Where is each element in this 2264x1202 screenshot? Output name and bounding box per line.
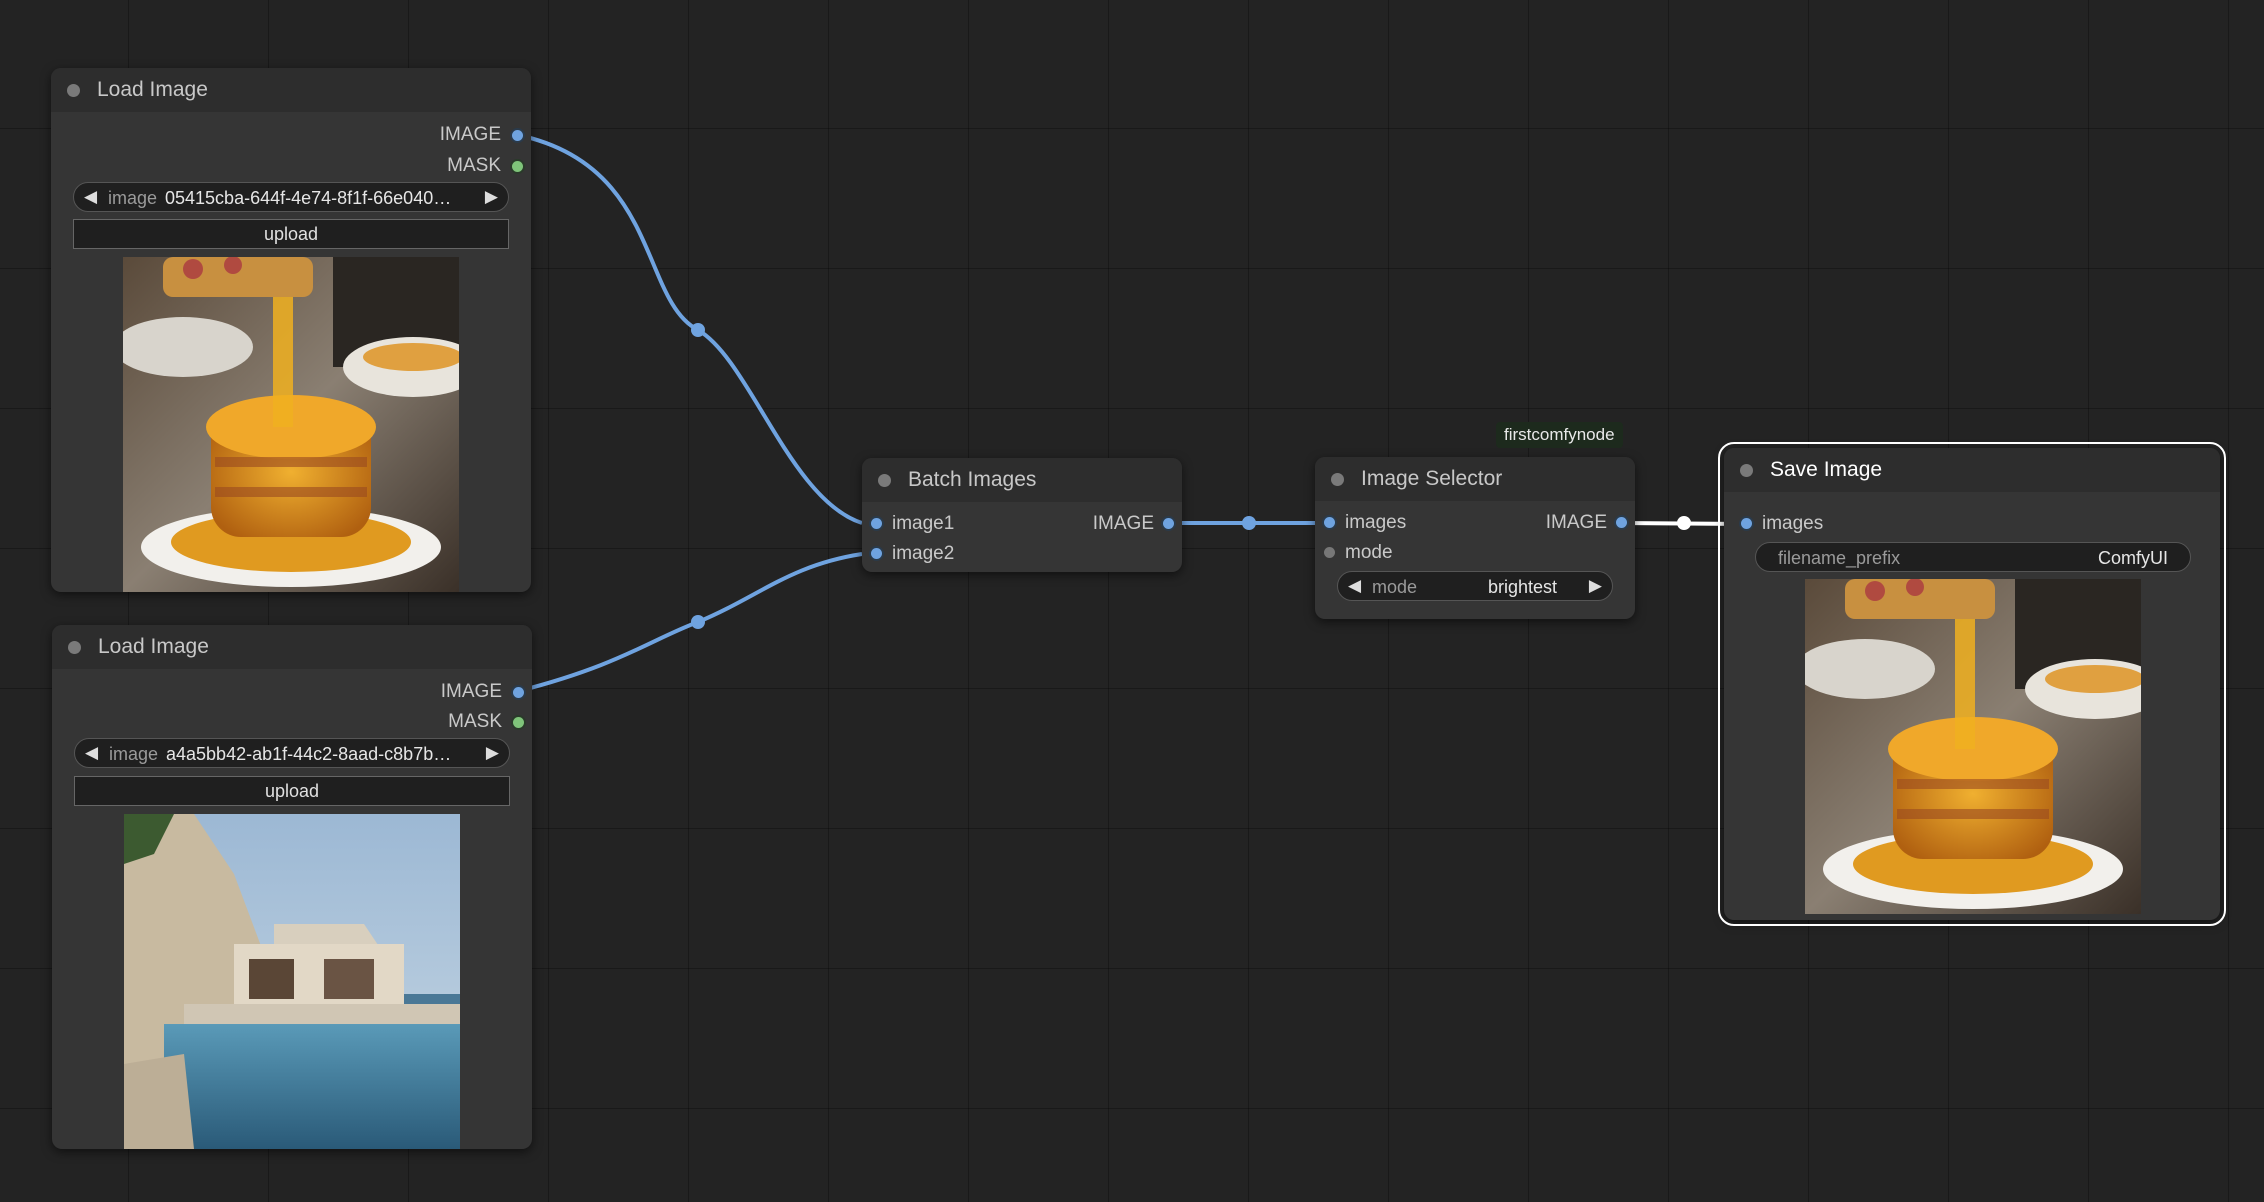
output-image-slot[interactable] [513, 687, 524, 698]
image-selector-node[interactable]: Image Selector images mode IMAGE ◀ mode … [1315, 457, 1635, 619]
right-arrow-icon[interactable]: ▶ [485, 743, 499, 762]
output-image-slot[interactable] [1616, 517, 1627, 528]
collapse-dot-icon[interactable] [68, 641, 81, 654]
widget-label: image [109, 744, 159, 764]
node-title: Batch Images [908, 468, 1037, 491]
output-image-slot[interactable] [512, 130, 523, 141]
output-mask-label: MASK [447, 155, 501, 176]
input-image1-label: image1 [892, 513, 955, 534]
right-arrow-icon[interactable]: ▶ [1588, 576, 1602, 595]
input-images-slot[interactable] [1324, 517, 1335, 528]
node-title: Load Image [97, 78, 208, 101]
right-arrow-icon[interactable]: ▶ [484, 187, 498, 206]
output-mask-label: MASK [448, 711, 502, 732]
image-preview-pancakes [123, 257, 459, 592]
collapse-dot-icon[interactable] [1331, 473, 1344, 486]
widget-value: brightest [1488, 577, 1558, 597]
input-image2-slot[interactable] [871, 548, 882, 559]
mode-combo-widget[interactable]: ◀ mode brightest ▶ [1337, 571, 1613, 601]
node-title-bar[interactable]: Save Image [1724, 448, 2220, 492]
node-title-bar[interactable]: Batch Images [862, 458, 1182, 502]
node-title-bar[interactable]: Image Selector [1315, 457, 1635, 501]
widget-label: mode [1372, 577, 1418, 597]
left-arrow-icon[interactable]: ◀ [84, 187, 98, 206]
filename-prefix-widget[interactable]: filename_prefix ComfyUI [1755, 542, 2191, 572]
output-image-label: IMAGE [439, 124, 501, 145]
input-mode-label: mode [1345, 542, 1393, 563]
collapse-dot-icon[interactable] [67, 84, 80, 97]
widget-label: image [108, 188, 158, 208]
link-midpoint-1 [691, 323, 705, 337]
widget-value: ComfyUI [2097, 548, 2168, 568]
load-image-node-1[interactable]: Load Image IMAGE MASK ◀ image 05415cba-6… [51, 68, 531, 592]
input-image1-slot[interactable] [871, 518, 882, 529]
widget-value: 05415cba-644f-4e74-8f1f-66e040… [165, 188, 452, 208]
node-title: Load Image [98, 635, 209, 658]
output-image-slot[interactable] [1163, 518, 1174, 529]
output-mask-slot[interactable] [512, 161, 523, 172]
link-midpoint-2 [691, 615, 705, 629]
output-image-label: IMAGE [440, 681, 502, 702]
input-image2-label: image2 [892, 543, 955, 564]
input-images-label: images [1345, 512, 1407, 533]
widget-label: filename_prefix [1778, 548, 1901, 568]
load-image-node-2[interactable]: Load Image IMAGE MASK ◀ image a4a5bb42-a… [52, 625, 532, 1149]
link-load1-to-batch-image1 [517, 133, 863, 525]
output-image-label: IMAGE [1545, 512, 1607, 533]
image-preview-output [1805, 579, 2141, 914]
save-image-node[interactable]: Save Image images filename_prefix ComfyU… [1718, 442, 2226, 926]
output-image-label: IMAGE [1092, 513, 1154, 534]
upload-button[interactable]: upload [74, 776, 510, 806]
node-title-bar[interactable]: Load Image [51, 68, 531, 112]
batch-images-node[interactable]: Batch Images image1 image2 IMAGE [862, 458, 1182, 572]
left-arrow-icon[interactable]: ◀ [1348, 576, 1362, 595]
image-preview-villa [124, 814, 460, 1149]
image-combo-widget[interactable]: ◀ image a4a5bb42-ab1f-44c2-8aad-c8b7b… ▶ [74, 738, 510, 768]
input-images-slot[interactable] [1741, 518, 1752, 529]
collapse-dot-icon[interactable] [1740, 464, 1753, 477]
node-title-bar[interactable]: Load Image [52, 625, 532, 669]
left-arrow-icon[interactable]: ◀ [85, 743, 99, 762]
node-title: Save Image [1770, 458, 1883, 481]
link-midpoint-3 [1242, 516, 1256, 530]
node-source-badge: firstcomfynode [1496, 422, 1623, 448]
input-mode-slot[interactable] [1324, 547, 1335, 558]
link-load2-to-batch-image2 [518, 552, 863, 693]
widget-value: a4a5bb42-ab1f-44c2-8aad-c8b7b… [166, 744, 452, 764]
image-combo-widget[interactable]: ◀ image 05415cba-644f-4e74-8f1f-66e040… … [73, 182, 509, 212]
node-title: Image Selector [1361, 467, 1503, 490]
collapse-dot-icon[interactable] [878, 474, 891, 487]
output-mask-slot[interactable] [513, 717, 524, 728]
link-midpoint-4 [1677, 516, 1691, 530]
upload-button[interactable]: upload [73, 219, 509, 249]
input-images-label: images [1762, 513, 1824, 534]
